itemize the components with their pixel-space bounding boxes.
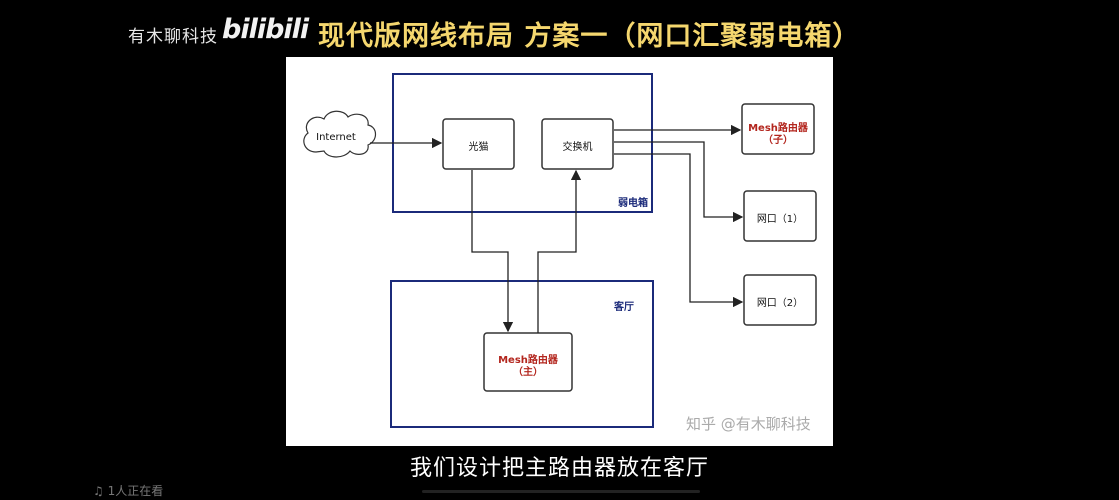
- mesh-main-label: Mesh路由器: [498, 355, 558, 366]
- switch-label: 交换机: [562, 142, 593, 153]
- video-subtitle: 我们设计把主路由器放在客厅: [409, 456, 709, 481]
- mesh-child-box: [741, 103, 815, 155]
- port1-box: [743, 190, 817, 242]
- port1-label: 网口（1）: [756, 214, 804, 225]
- bilibili-logo: bilibili: [222, 14, 309, 45]
- port2-box: [743, 274, 817, 326]
- link-switch-port2: [614, 153, 744, 308]
- mesh-main-box: [483, 332, 573, 392]
- cloud-shape: [303, 110, 377, 158]
- port2-label: 网口（2）: [756, 298, 804, 309]
- weak-box-label: 弱电箱: [618, 198, 648, 209]
- video-progress-bar[interactable]: [422, 490, 700, 493]
- link-switch-port1: [614, 141, 744, 223]
- diagram-canvas: [303, 73, 817, 428]
- mesh-child-sublabel: （子）: [763, 135, 793, 146]
- people-icon: ♫: [93, 484, 104, 498]
- zhihu-watermark: 知乎 @有木聊科技: [686, 415, 811, 433]
- living-room-group: [390, 280, 654, 428]
- video-title: 现代版网线布局 方案一（网口汇聚弱电箱）: [318, 21, 861, 52]
- network-diagram: Internet 光猫 交换机 Mesh路由器 （子） 网口（1） 网口（2） …: [286, 57, 833, 446]
- living-room-label: 客厅: [614, 302, 634, 313]
- link-modem-mesh-main: [471, 170, 514, 333]
- modem-box: [442, 118, 515, 170]
- mesh-main-sublabel: （主）: [513, 367, 543, 378]
- viewer-count: ♫ 1人正在看: [93, 482, 163, 499]
- link-mesh-main-switch: [537, 169, 582, 333]
- modem-label: 光猫: [468, 142, 489, 153]
- channel-name: 有木聊科技: [128, 27, 218, 47]
- internet-label: Internet: [316, 132, 356, 143]
- switch-box: [541, 118, 614, 170]
- mesh-child-label: Mesh路由器: [748, 123, 808, 134]
- viewer-count-text: 1人正在看: [107, 484, 164, 498]
